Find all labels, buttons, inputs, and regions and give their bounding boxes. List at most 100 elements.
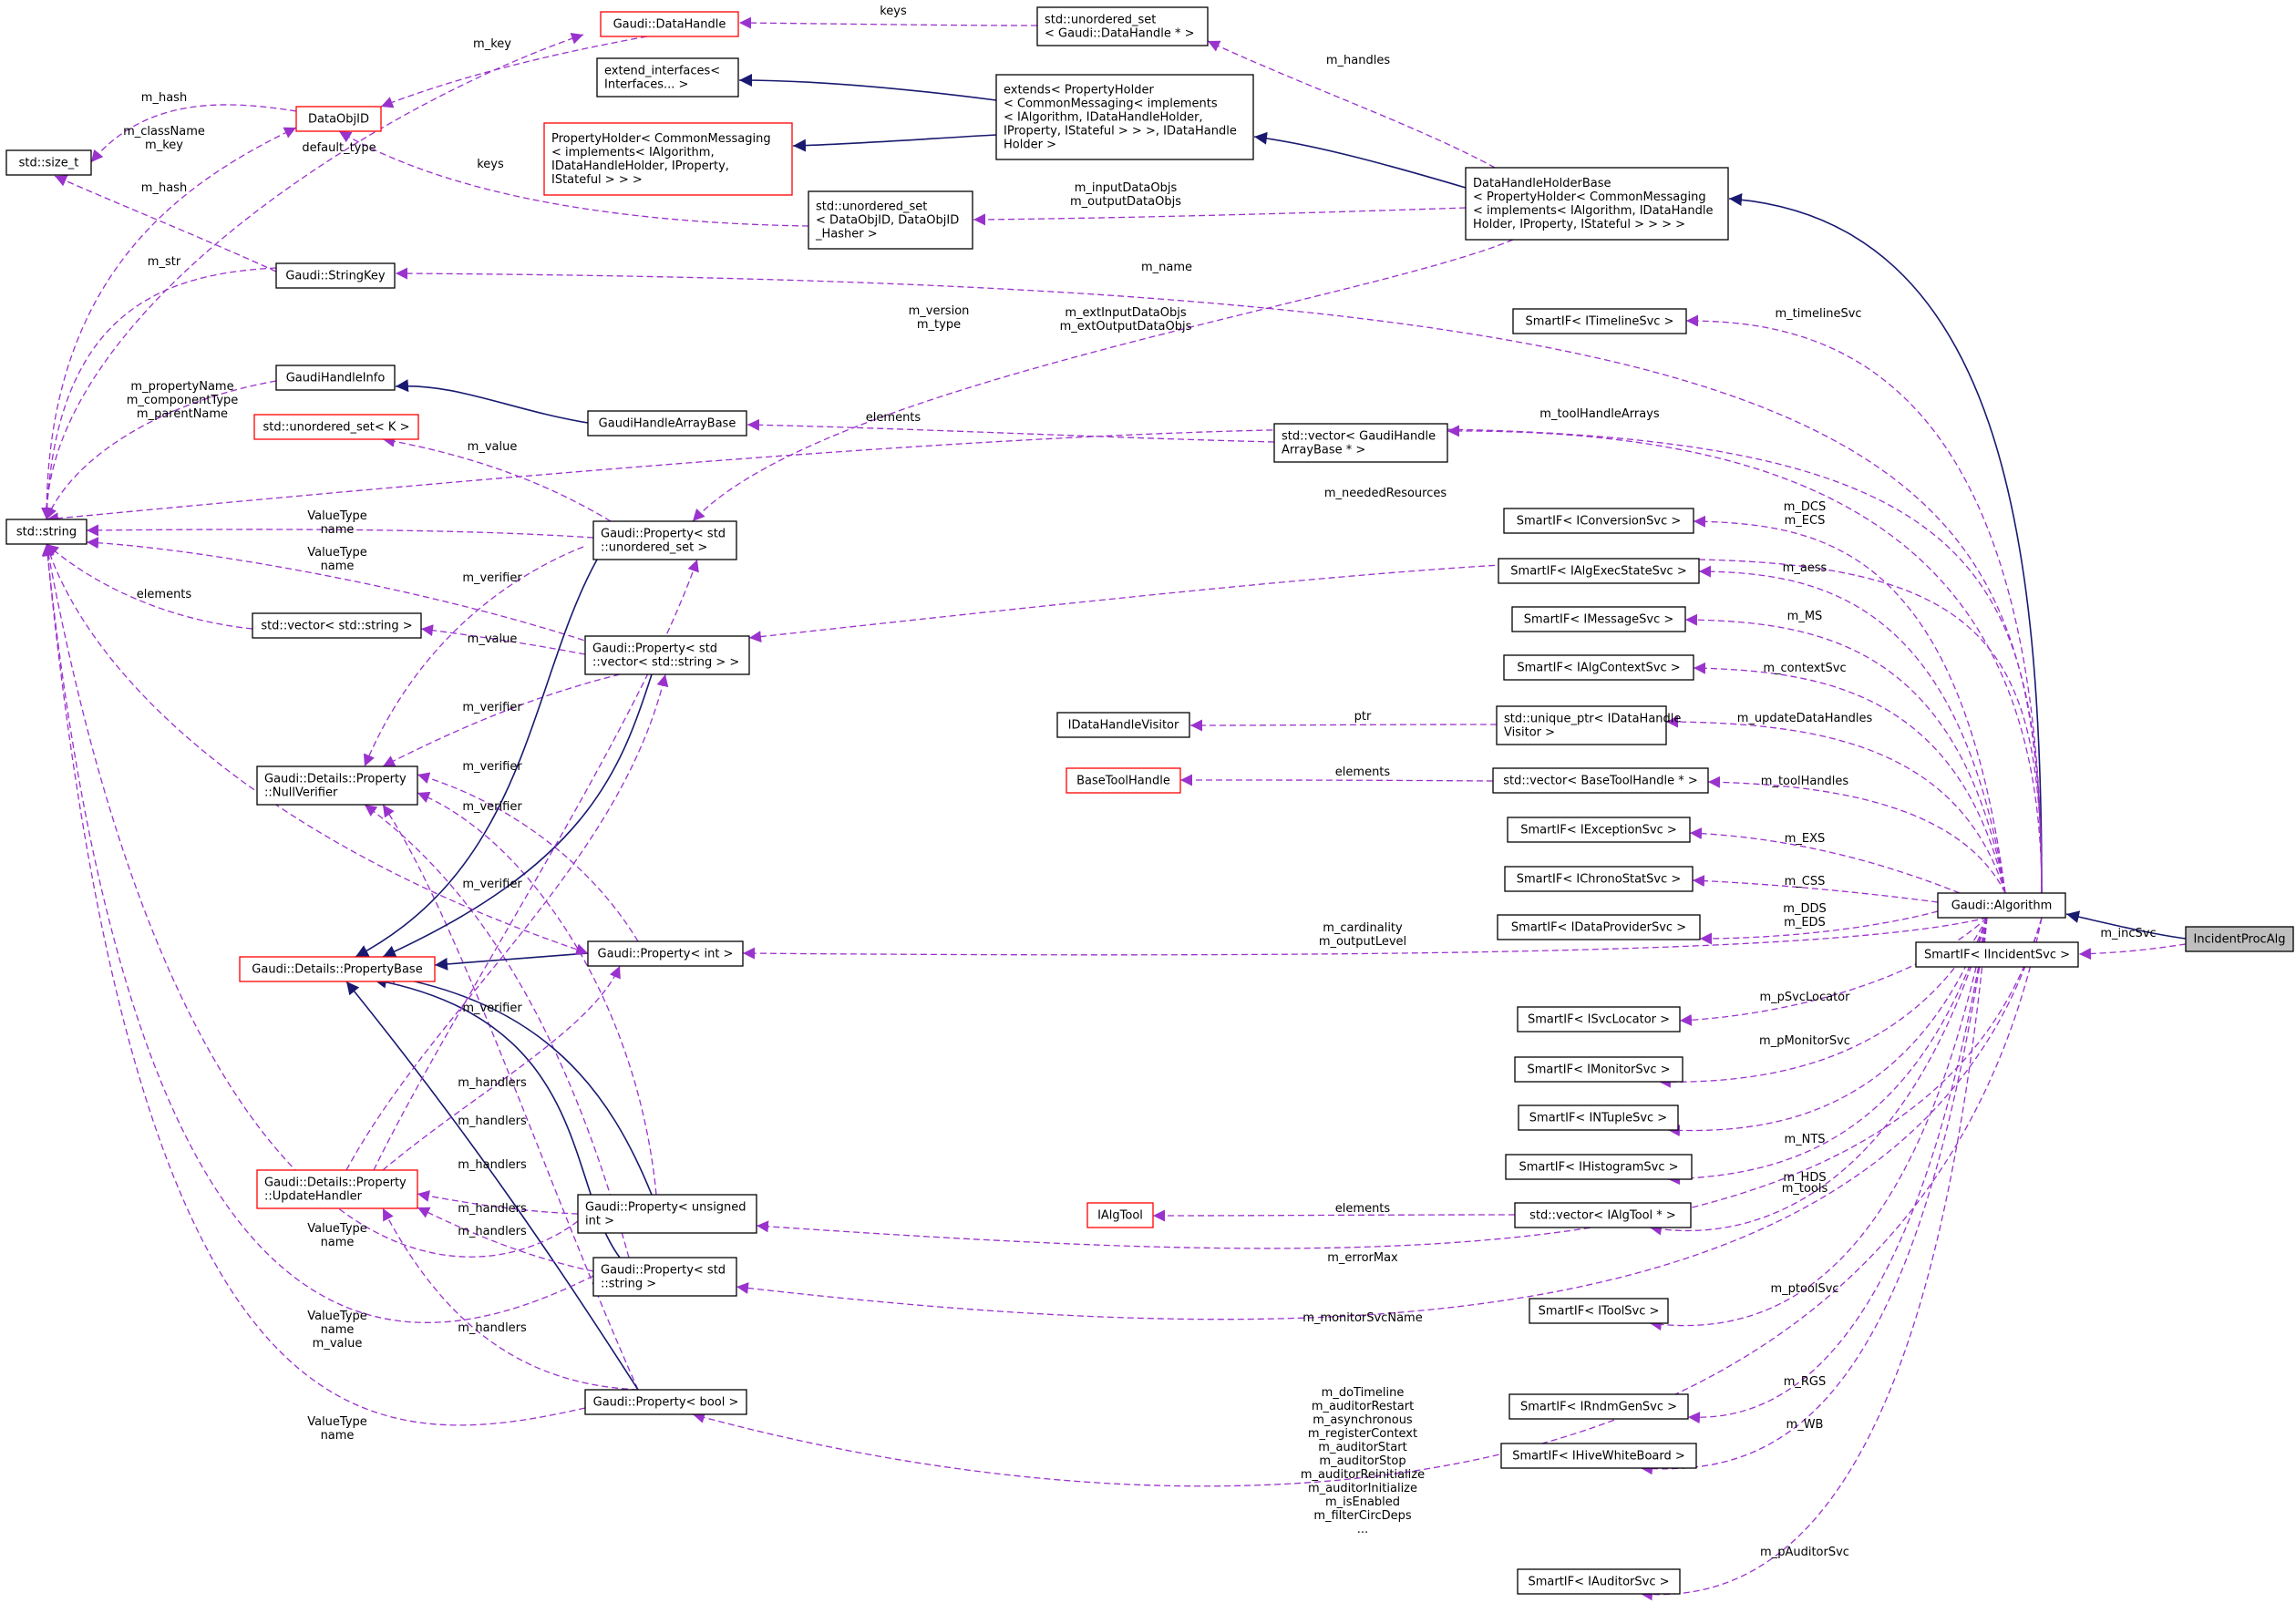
- class-node-extend_interfaces[interactable]: extend_interfaces<Interfaces... >: [596, 57, 739, 98]
- class-node-NullVerifier[interactable]: Gaudi::Details::Property::NullVerifier: [256, 765, 418, 806]
- class-node-GaudiHandleArrayBase[interactable]: GaudiHandleArrayBase: [587, 410, 747, 437]
- edge-label-line: m_MS: [1787, 610, 1823, 623]
- class-node-box: [592, 1257, 737, 1297]
- class-node-label-line: ::vector< std::string > >: [592, 656, 739, 670]
- edge-label-line: ...: [1357, 1523, 1368, 1536]
- inheritance-edge-GaudiAlgorithm-to-IncidentProcAlg: [2065, 910, 2187, 940]
- inheritance-edge-PropertyBase-to-Property_int: [434, 952, 589, 971]
- edge-label-line: m_pMonitorSvc: [1759, 1034, 1850, 1048]
- class-node-label: GaudiHandleInfo: [286, 372, 386, 385]
- class-node-GaudiStringKey[interactable]: Gaudi::StringKey: [275, 262, 396, 289]
- edge-label-line: m_pSvcLocator: [1760, 991, 1851, 1004]
- class-node-SmartIF_IMessageSvc[interactable]: SmartIF< IMessageSvc >: [1511, 606, 1686, 632]
- class-node-label-line: IProperty, IStateful > > >, IDataHandle: [1004, 125, 1237, 139]
- class-node-UpdateHandler[interactable]: Gaudi::Details::Property::UpdateHandler: [256, 1169, 418, 1209]
- edge-label-UpdateHandler-to-Property_int: m_handlers: [458, 1158, 527, 1172]
- edge-label-line: m_outputDataObjs: [1070, 195, 1181, 209]
- class-node-SmartIF_IRndmGenSvc[interactable]: SmartIF< IRndmGenSvc >: [1508, 1393, 1689, 1420]
- class-node-BaseToolHandle[interactable]: BaseToolHandle: [1066, 767, 1181, 794]
- class-node-vector_string[interactable]: std::vector< std::string >: [252, 612, 422, 639]
- class-node-IAlgTool[interactable]: IAlgTool: [1086, 1202, 1154, 1228]
- class-node-SmartIF_ITimelineSvc[interactable]: SmartIF< ITimelineSvc >: [1512, 308, 1687, 334]
- class-node-unordered_set_K[interactable]: std::unordered_set< K >: [253, 414, 419, 440]
- class-node-SmartIF_IExceptionSvc[interactable]: SmartIF< IExceptionSvc >: [1507, 817, 1691, 843]
- usage-edge-std_size_t-to-DataObjID: [90, 104, 297, 163]
- class-node-extends_PropertyHolder[interactable]: extends< PropertyHolder< CommonMessaging…: [995, 74, 1254, 160]
- class-node-label: Gaudi::DataHandle: [613, 18, 726, 32]
- class-node-SmartIF_INTupleSvc[interactable]: SmartIF< INTupleSvc >: [1518, 1104, 1679, 1131]
- class-node-box: [543, 122, 793, 196]
- usage-edge-SmartIF_IExceptionSvc-to-GaudiAlgorithm: [1689, 827, 1961, 894]
- class-node-PropertyHolder_CM[interactable]: PropertyHolder< CommonMessaging< impleme…: [543, 122, 793, 196]
- class-node-SmartIF_IHistogramSvc[interactable]: SmartIF< IHistogramSvc >: [1505, 1154, 1693, 1180]
- class-node-label-line: IncidentProcAlg: [2194, 933, 2286, 947]
- class-node-GaudiAlgorithm[interactable]: Gaudi::Algorithm: [1937, 892, 2066, 919]
- class-node-label-line: SmartIF< IHiveWhiteBoard >: [1512, 1450, 1685, 1464]
- class-node-SmartIF_ISvcLocator[interactable]: SmartIF< ISvcLocator >: [1517, 1006, 1681, 1033]
- class-node-vector_BaseToolHandle[interactable]: std::vector< BaseToolHandle * >: [1492, 767, 1709, 794]
- class-node-label: IncidentProcAlg: [2194, 933, 2286, 947]
- class-node-SmartIF_IMonitorSvc[interactable]: SmartIF< IMonitorSvc >: [1514, 1056, 1683, 1083]
- edge-label-line: m_hash: [141, 181, 187, 195]
- class-node-vector_IAlgTool[interactable]: std::vector< IAlgTool * >: [1514, 1202, 1692, 1228]
- class-node-box: [1507, 817, 1691, 843]
- class-node-box: [1497, 914, 1701, 940]
- class-node-label-line: Gaudi::Property< bool >: [593, 1396, 739, 1410]
- class-node-PropertyBase[interactable]: Gaudi::Details::PropertyBase: [239, 956, 436, 982]
- class-node-SmartIF_IAlgContextSvc[interactable]: SmartIF< IAlgContextSvc >: [1503, 654, 1694, 681]
- class-node-GaudiHandleInfo[interactable]: GaudiHandleInfo: [275, 365, 396, 391]
- class-node-SmartIF_IToolSvc[interactable]: SmartIF< IToolSvc >: [1529, 1298, 1669, 1324]
- edge-label-SmartIF_IAuditorSvc-to-GaudiAlgorithm: m_pAuditorSvc: [1760, 1546, 1849, 1559]
- usage-edge-SmartIF_IMessageSvc-to-GaudiAlgorithm: [1684, 613, 2006, 894]
- class-node-unordered_set_DataObjID[interactable]: std::unordered_set< DataObjID, DataObjID…: [808, 190, 973, 250]
- class-node-SmartIF_IHiveWhiteBoard[interactable]: SmartIF< IHiveWhiteBoard >: [1500, 1443, 1697, 1469]
- class-node-IDataHandleVisitor[interactable]: IDataHandleVisitor: [1056, 712, 1190, 738]
- usage-edge-vector_BaseToolHandle-to-GaudiAlgorithm: [1707, 776, 2006, 894]
- class-node-SmartIF_IAuditorSvc[interactable]: SmartIF< IAuditorSvc >: [1517, 1568, 1681, 1595]
- class-node-label-line: SmartIF< IChronoStatSvc >: [1517, 873, 1682, 887]
- edge-label-vector_string-to-Property_vector_string: m_value: [468, 632, 518, 646]
- class-node-label-line: SmartIF< IAuditorSvc >: [1528, 1576, 1669, 1589]
- usage-edge-std_string-to-Property_vector_string: [86, 537, 594, 644]
- class-node-box: [1512, 308, 1687, 334]
- edge-label-line: m_type: [917, 318, 961, 332]
- edge-label-line: m_verifier: [462, 1002, 522, 1015]
- class-node-DataHandleHolderBase[interactable]: DataHandleHolderBase< PropertyHolder< Co…: [1465, 167, 1729, 241]
- class-node-label-line: SmartIF< IToolSvc >: [1539, 1305, 1660, 1319]
- edge-label-line: elements: [137, 588, 192, 601]
- class-node-Property_bool[interactable]: Gaudi::Property< bool >: [584, 1389, 747, 1415]
- class-node-SmartIF_IIncidentSvc[interactable]: SmartIF< IIncidentSvc >: [1915, 941, 2079, 968]
- class-node-Property_int[interactable]: Gaudi::Property< int >: [587, 940, 744, 967]
- class-node-std_size_t[interactable]: std::size_t: [5, 149, 92, 176]
- edge-label-line: m_RGS: [1784, 1375, 1827, 1389]
- class-node-IncidentProcAlg[interactable]: IncidentProcAlg: [2185, 926, 2294, 952]
- class-node-SmartIF_IAlgExecStateSvc[interactable]: SmartIF< IAlgExecStateSvc >: [1498, 558, 1700, 584]
- edge-label-line: m_tools: [1782, 1182, 1828, 1196]
- class-node-box: [256, 1169, 418, 1209]
- class-node-DataObjID[interactable]: DataObjID: [295, 106, 382, 132]
- edge-label-line: m_neededResources: [1324, 487, 1447, 500]
- class-node-Property_string[interactable]: Gaudi::Property< std::string >: [592, 1257, 737, 1297]
- class-node-label-line: Gaudi::Property< std: [592, 642, 717, 656]
- edge-label-line: m_verifier: [462, 571, 522, 585]
- class-node-SmartIF_IConversionSvc[interactable]: SmartIF< IConversionSvc >: [1503, 508, 1694, 534]
- edge-label-line: m_doTimeline: [1322, 1386, 1405, 1400]
- class-node-SmartIF_IDataProviderSvc[interactable]: SmartIF< IDataProviderSvc >: [1497, 914, 1701, 940]
- class-node-box: [1518, 1104, 1679, 1131]
- class-node-unordered_set_DataHandle[interactable]: std::unordered_set< Gaudi::DataHandle * …: [1036, 6, 1209, 46]
- class-node-label-line: Interfaces... >: [604, 78, 688, 92]
- class-node-std_string[interactable]: std::string: [5, 519, 88, 545]
- usage-edge-GaudiStringKey-to-GaudiAlgorithm: [395, 267, 2043, 919]
- class-node-Property_unordered_set[interactable]: Gaudi::Property< std::unordered_set >: [592, 520, 737, 560]
- edge-label-line: m_ECS: [1785, 514, 1826, 528]
- class-node-box: [584, 635, 750, 675]
- class-node-SmartIF_IChronoStatSvc[interactable]: SmartIF< IChronoStatSvc >: [1504, 866, 1694, 892]
- edge-label-line: m_value: [468, 440, 518, 454]
- class-node-GaudiDataHandle[interactable]: Gaudi::DataHandle: [600, 11, 739, 37]
- class-node-Property_vector_string[interactable]: Gaudi::Property< std::vector< std::strin…: [584, 635, 750, 675]
